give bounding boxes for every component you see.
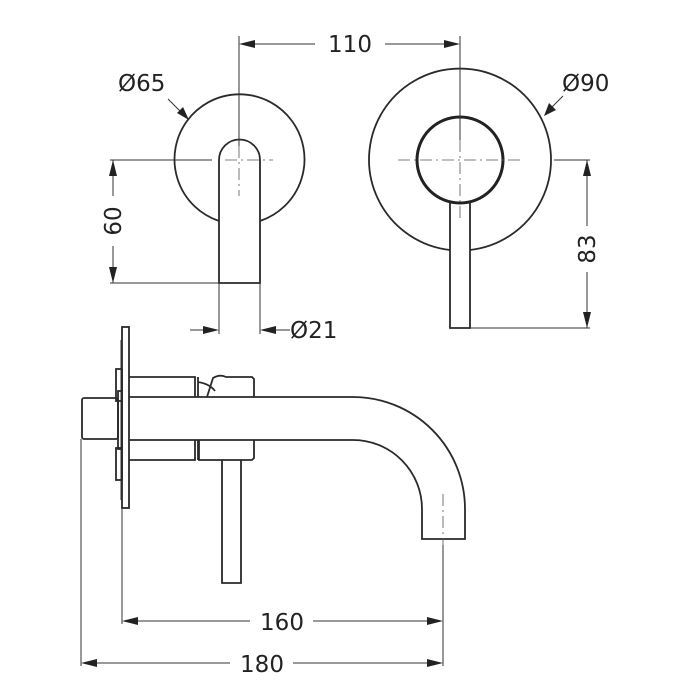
arrow-down-icon (109, 267, 117, 283)
arrow-right-icon (427, 659, 443, 667)
dimension-label-83: 83 (575, 234, 601, 263)
arrow-right-icon (444, 40, 460, 48)
dimension-83: 83 (470, 159, 601, 329)
spout-front-view (173, 36, 306, 284)
arrow-left-icon (122, 617, 138, 625)
dimension-160: 160 (121, 508, 444, 666)
dimension-label-60: 60 (101, 206, 127, 235)
dimension-label-110: 110 (328, 32, 372, 58)
side-elevation (81, 326, 466, 584)
arrow-left-icon (239, 40, 255, 48)
dimension-label-diameter-65: Ø65 (118, 71, 165, 97)
dimension-label-diameter-90: Ø90 (562, 71, 609, 97)
arrow-down-icon (583, 312, 591, 328)
dimension-180: 180 (80, 439, 443, 678)
dimension-diameter-21: Ø21 (190, 283, 337, 344)
valve-body-lower (129, 440, 255, 461)
arrow-right-icon (427, 617, 443, 625)
dimension-diameter-90: Ø90 (544, 71, 609, 116)
arrow-left-icon (81, 659, 97, 667)
dimension-label-180: 180 (240, 652, 284, 678)
flange-lower (115, 447, 123, 481)
mixer-lever-side (221, 460, 242, 584)
dimension-label-160: 160 (260, 610, 304, 636)
arrow-left-icon (260, 326, 276, 334)
mixer-lever (449, 202, 471, 329)
mixer-front-view (368, 36, 552, 329)
flange-upper (115, 368, 123, 402)
dimension-110: 110 (239, 32, 460, 58)
rear-connector (81, 397, 119, 440)
spout-plate-circle (173, 93, 306, 222)
wall-plate (121, 326, 130, 509)
spout-body-outline (218, 138, 261, 284)
arrow-icon (544, 103, 556, 116)
dimension-diameter-65: Ø65 (118, 71, 189, 120)
arrow-up-icon (109, 160, 117, 176)
arrow-right-icon (203, 326, 219, 334)
arrow-icon (177, 107, 189, 120)
arrow-up-icon (583, 160, 591, 176)
valve-body-upper (129, 374, 255, 398)
spout-side (129, 396, 466, 540)
dimension-label-diameter-21: Ø21 (290, 318, 337, 344)
dimension-60: 60 (101, 159, 219, 284)
